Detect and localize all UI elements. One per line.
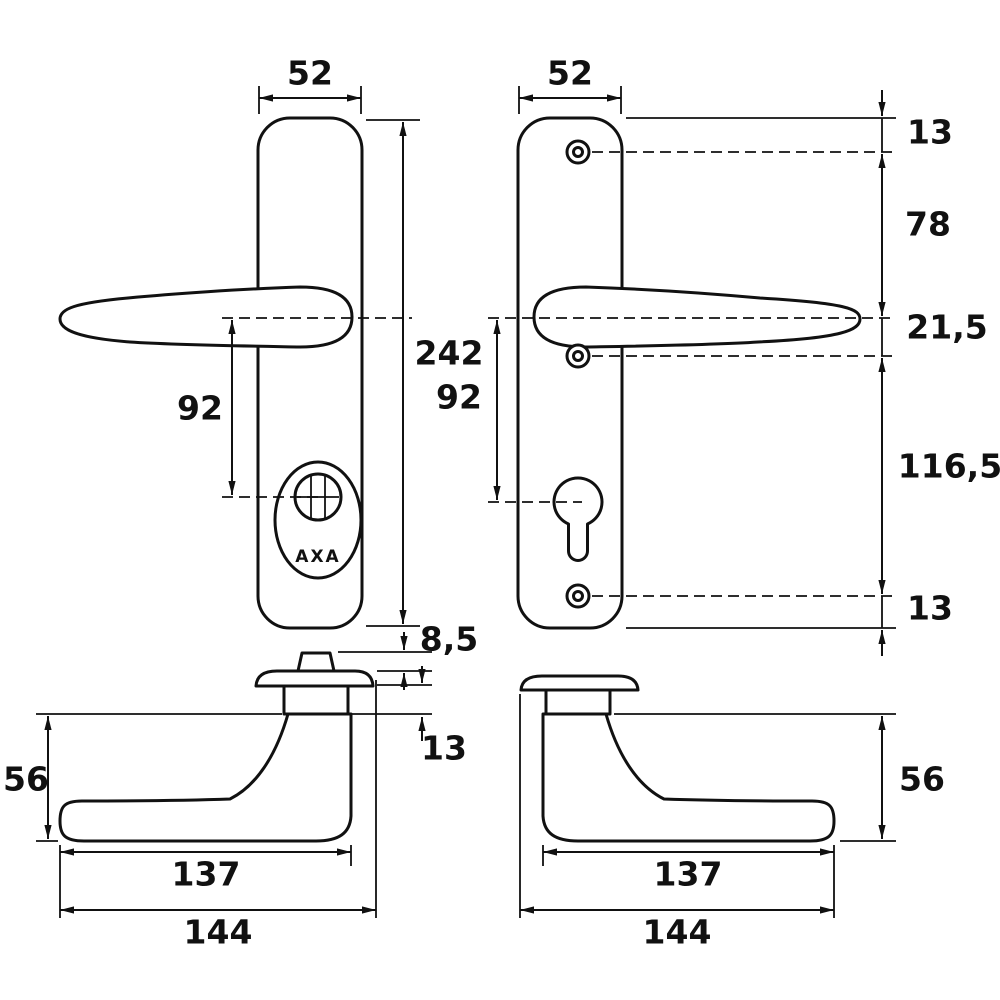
dim-label-plate-height: 242 [415, 334, 484, 373]
right-lever-handle [532, 285, 862, 349]
side-view-right [519, 674, 836, 843]
left-side-handle-body [58, 712, 353, 843]
screw-bottom [565, 583, 591, 609]
dim-label-right-56: 56 [899, 760, 945, 799]
dim-label-8-5: 8,5 [420, 620, 478, 659]
spindle-cap [296, 651, 336, 673]
dim-label-21-5: 21,5 [906, 308, 987, 347]
side-view-left [58, 651, 375, 843]
dimension-annotations: 52 52 242 92 92 13 7 [3, 54, 1000, 952]
euro-cylinder-cutout [552, 476, 604, 562]
dim-label-right-plate-width: 52 [547, 54, 593, 93]
front-view-exterior: AXA [58, 116, 364, 630]
dim-label-top-13: 13 [907, 113, 953, 152]
screw-top [565, 139, 591, 165]
rose-cover [254, 669, 375, 688]
front-view-interior [516, 116, 862, 630]
dim-label-78: 78 [905, 205, 951, 244]
dim-label-bottom-13: 13 [907, 589, 953, 628]
brand-logo-text: AXA [295, 547, 340, 567]
dim-label-left-plate-width: 52 [287, 54, 333, 93]
dim-label-right-92: 92 [436, 378, 482, 417]
screw-middle [565, 343, 591, 369]
right-side-handle-body [541, 712, 836, 843]
dim-label-left-92: 92 [177, 389, 223, 428]
rose-base [282, 684, 350, 716]
dim-label-left-56: 56 [3, 760, 49, 799]
rose-base [544, 688, 612, 716]
rose-cover [519, 674, 640, 692]
dim-label-116-5: 116,5 [898, 447, 1000, 486]
dim-label-left-144: 144 [184, 913, 253, 952]
dim-label-rose-13: 13 [421, 729, 467, 768]
dim-label-right-137: 137 [654, 855, 723, 894]
dim-label-right-144: 144 [643, 913, 712, 952]
dim-label-left-137: 137 [172, 855, 241, 894]
left-lever-handle [58, 285, 354, 349]
